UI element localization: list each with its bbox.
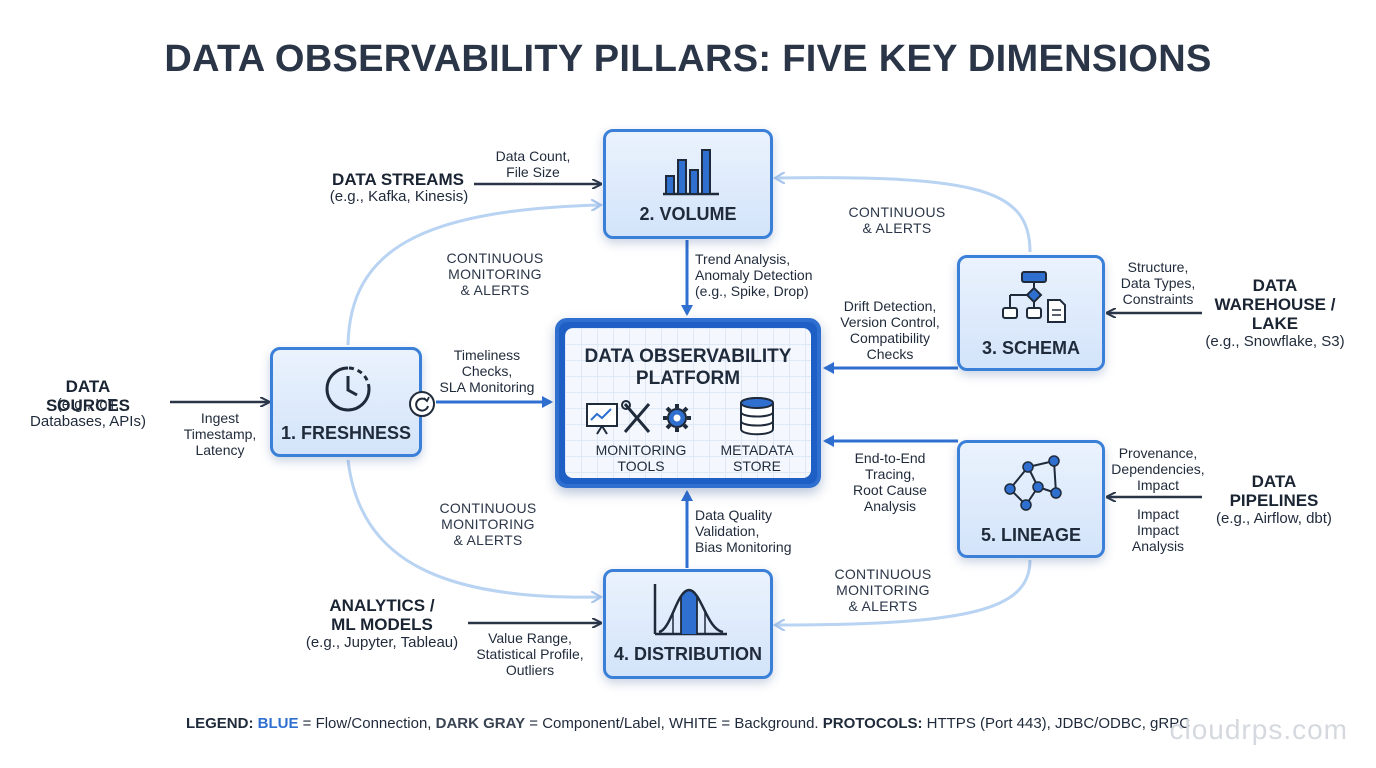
pillar-schema[interactable]: 3. SCHEMA: [957, 255, 1105, 371]
source-streams-sub: (e.g., Kafka, Kinesis): [329, 188, 469, 205]
legend-protocols-desc: HTTPS (Port 443), JDBC/ODBC, gRPC: [922, 715, 1191, 732]
label-freshness-in: Ingest Timestamp, Latency: [183, 410, 257, 458]
pillar-volume-title: 2. VOLUME: [639, 204, 737, 224]
source-analytics-sub: (e.g., Jupyter, Tableau): [305, 634, 459, 651]
label-schema-to-center: Drift Detection, Version Control, Compat…: [840, 298, 940, 362]
refresh-icon: [409, 391, 435, 417]
source-pipelines-title2: PIPELINES: [1229, 491, 1319, 510]
label-volume-to-center: Trend Analysis, Anomaly Detection (e.g.,…: [695, 251, 813, 299]
pillar-freshness-title: 1. FRESHNESS: [280, 423, 412, 443]
clock-icon: [325, 366, 371, 412]
source-warehouse-title2: WAREHOUSE /: [1214, 295, 1336, 314]
bell-curve-icon: [653, 584, 727, 636]
loop-freshness-distribution: [346, 459, 600, 597]
source-warehouse-title3: LAKE: [1251, 314, 1299, 333]
pillar-lineage-title: 5. LINEAGE: [980, 525, 1082, 545]
legend: LEGEND: BLUE = Flow/Connection, DARK GRA…: [0, 715, 1376, 732]
continuous-label-top-right: CONTINUOUS & ALERTS: [848, 204, 946, 236]
label-lineage-in-impact: Impact Impact Analysis: [1131, 506, 1185, 554]
label-freshness-to-center: Timeliness Checks, SLA Monitoring: [439, 347, 535, 395]
continuous-label-bottom-left: CONTINUOUS MONITORING & ALERTS: [439, 500, 537, 548]
network-graph-icon: [1004, 455, 1062, 511]
label-lineage-in: Provenance, Dependencies, Impact: [1111, 445, 1205, 493]
source-warehouse-title1: DATA: [1252, 276, 1298, 295]
source-pipelines-sub: (e.g., Airflow, dbt): [1216, 510, 1332, 527]
monitoring-tools-label: MONITORING TOOLS: [595, 442, 687, 474]
source-streams-title: DATA STREAMS: [332, 170, 464, 189]
pillar-lineage[interactable]: 5. LINEAGE: [957, 440, 1105, 558]
loop-freshness-volume: [346, 205, 600, 346]
loop-schema-volume: [776, 178, 1032, 253]
watermark: cloudrps.com: [1169, 714, 1348, 745]
platform-title-line1: DATA OBSERVABILITY: [584, 346, 792, 367]
pillar-distribution[interactable]: 4. DISTRIBUTION: [603, 569, 773, 679]
label-lineage-to-center: End-to-End Tracing, Root Cause Analysis: [853, 450, 927, 514]
source-analytics-title1: ANALYTICS /: [329, 596, 435, 615]
monitoring-tools-icon: [586, 400, 691, 435]
source-analytics-title2: ML MODELS: [331, 615, 433, 634]
continuous-label-top-left: CONTINUOUS MONITORING & ALERTS: [446, 250, 544, 298]
observability-platform[interactable]: DATA OBSERVABILITY PLATFORM: [555, 318, 821, 488]
legend-protocols-label: PROTOCOLS:: [822, 715, 923, 732]
source-pipelines-title1: DATA: [1251, 472, 1297, 491]
metadata-store-label: METADATA STORE: [720, 442, 794, 474]
platform-title-line2: PLATFORM: [635, 368, 741, 389]
pillar-schema-title: 3. SCHEMA: [981, 338, 1080, 358]
source-data-sources-sub1: (e.g., IoT,: [56, 396, 120, 413]
database-icon: [740, 397, 774, 436]
label-volume-in: Data Count, File Size: [495, 148, 571, 180]
bar-chart-icon: [663, 149, 719, 196]
legend-label: LEGEND:: [185, 715, 254, 732]
schema-flow-icon: [1002, 271, 1066, 323]
legend-gray-desc: = Component/Label, WHITE = Background.: [525, 715, 823, 732]
label-distribution-in: Value Range, Statistical Profile, Outlie…: [476, 630, 584, 678]
legend-blue: BLUE: [257, 715, 299, 732]
source-data-sources-sub2: Databases, APIs): [30, 413, 146, 430]
legend-gray: DARK GRAY: [435, 715, 526, 732]
pillar-volume[interactable]: 2. VOLUME: [603, 129, 773, 239]
pillar-distribution-title: 4. DISTRIBUTION: [613, 644, 762, 664]
continuous-label-bottom-right: CONTINUOUS MONITORING & ALERTS: [834, 566, 932, 614]
label-distribution-to-center: Data Quality Validation, Bias Monitoring: [695, 507, 792, 555]
page-title: DATA OBSERVABILITY PILLARS: FIVE KEY DIM…: [164, 38, 1212, 80]
platform-inner: DATA OBSERVABILITY PLATFORM: [565, 328, 811, 478]
label-schema-in: Structure, Data Types, Constraints: [1120, 259, 1196, 307]
loop-lineage-distribution: [776, 559, 1032, 625]
legend-blue-desc: = Flow/Connection,: [298, 715, 436, 732]
pillar-freshness[interactable]: 1. FRESHNESS: [270, 347, 422, 457]
source-data-sources-title: DATA SOURCES: [45, 377, 131, 415]
source-warehouse-sub: (e.g., Snowflake, S3): [1205, 333, 1345, 350]
